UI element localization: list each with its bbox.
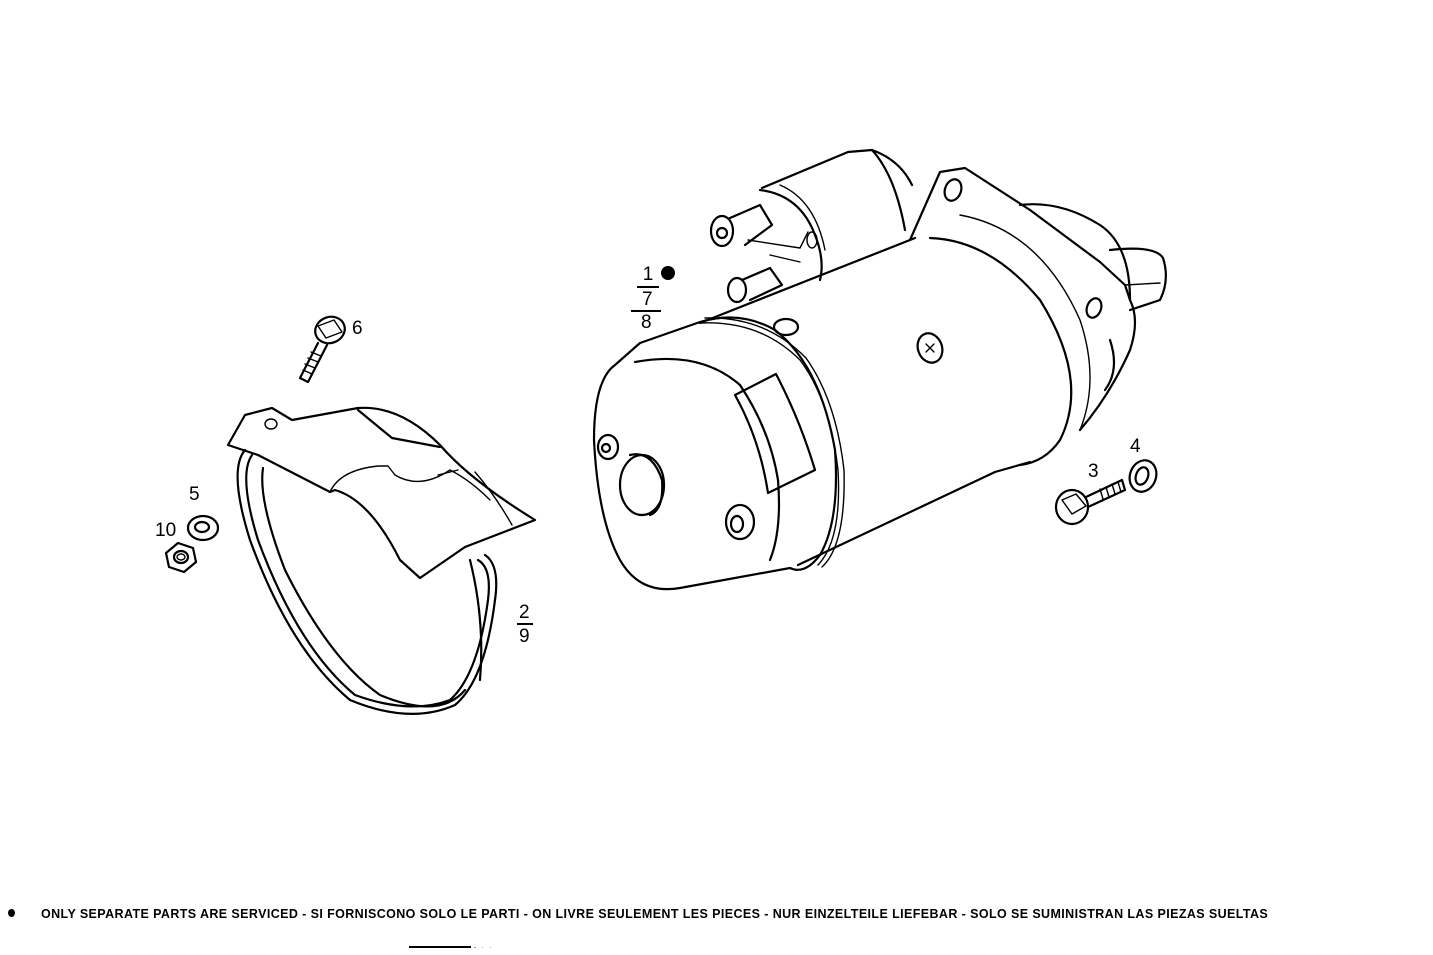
fraction-bar [637, 286, 659, 288]
bolt-6-icon [298, 315, 346, 384]
callout-7: 7 [642, 289, 653, 310]
callout-3: 3 [1088, 461, 1099, 482]
washer-5-icon [186, 514, 220, 542]
nut-10-icon [164, 541, 198, 574]
service-footnote: ONLY SEPARATE PARTS ARE SERVICED - SI FO… [8, 907, 1268, 921]
callout-1: 1 [642, 264, 654, 285]
fraction-bar [631, 310, 661, 312]
callout-8: 8 [641, 312, 652, 333]
footer-rule-dots: - · · [474, 945, 494, 951]
starter-motor-icon [592, 148, 1167, 591]
footer-rule [409, 946, 471, 948]
mounting-strap-icon [226, 406, 537, 715]
fraction-bar [517, 623, 533, 625]
callout-6: 6 [352, 318, 363, 339]
serviced-separately-dot-icon [661, 266, 675, 280]
bolt-3-icon [1054, 478, 1127, 526]
footnote-text: ONLY SEPARATE PARTS ARE SERVICED - SI FO… [41, 907, 1269, 921]
bullet-dot-icon [8, 909, 15, 917]
callout-2: 2 [519, 602, 530, 623]
callout-10: 10 [155, 520, 177, 541]
callout-starter-group: 1 [636, 265, 660, 285]
callout-9: 9 [519, 626, 530, 647]
callout-5: 5 [189, 484, 200, 505]
callout-4: 4 [1130, 436, 1141, 457]
washer-4-icon [1128, 459, 1158, 493]
